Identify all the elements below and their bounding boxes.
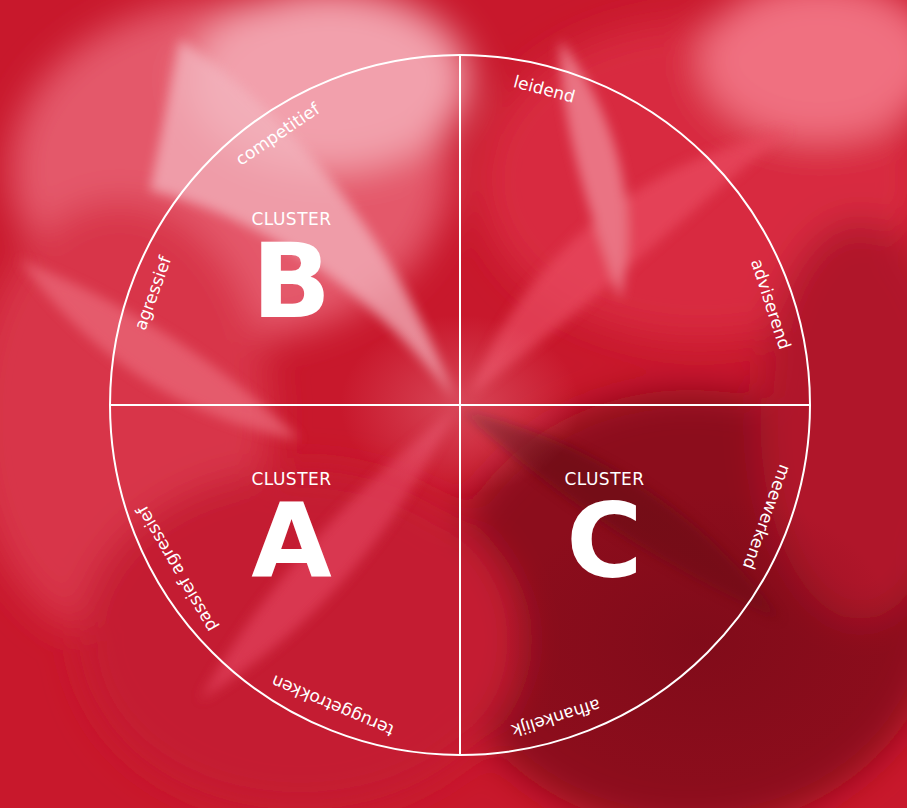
wheel-circle [110, 55, 810, 755]
cluster-heading: CLUSTER [245, 209, 338, 229]
trait-label: afhankelijk [509, 695, 603, 741]
trait-label: adviserend [747, 256, 795, 352]
cluster-letter: C [558, 489, 651, 593]
cluster-letter: A [245, 489, 338, 593]
cluster-heading: CLUSTER [558, 469, 651, 489]
trait-label: agressief [130, 253, 175, 332]
trait-label: teruggetrokken [268, 671, 396, 741]
cluster-heading: CLUSTER [245, 469, 338, 489]
trait-label: competitief [232, 99, 323, 170]
wheel-divider [110, 404, 810, 406]
trait-label: meewerkend [739, 462, 795, 572]
cluster-quadrant: CLUSTERC [558, 469, 651, 593]
trait-label: leidend [511, 71, 577, 107]
cluster-letter: B [245, 229, 338, 333]
cluster-quadrant: CLUSTERA [245, 469, 338, 593]
cluster-quadrant: CLUSTERB [245, 209, 338, 333]
trait-label: passief agressief [132, 502, 221, 636]
